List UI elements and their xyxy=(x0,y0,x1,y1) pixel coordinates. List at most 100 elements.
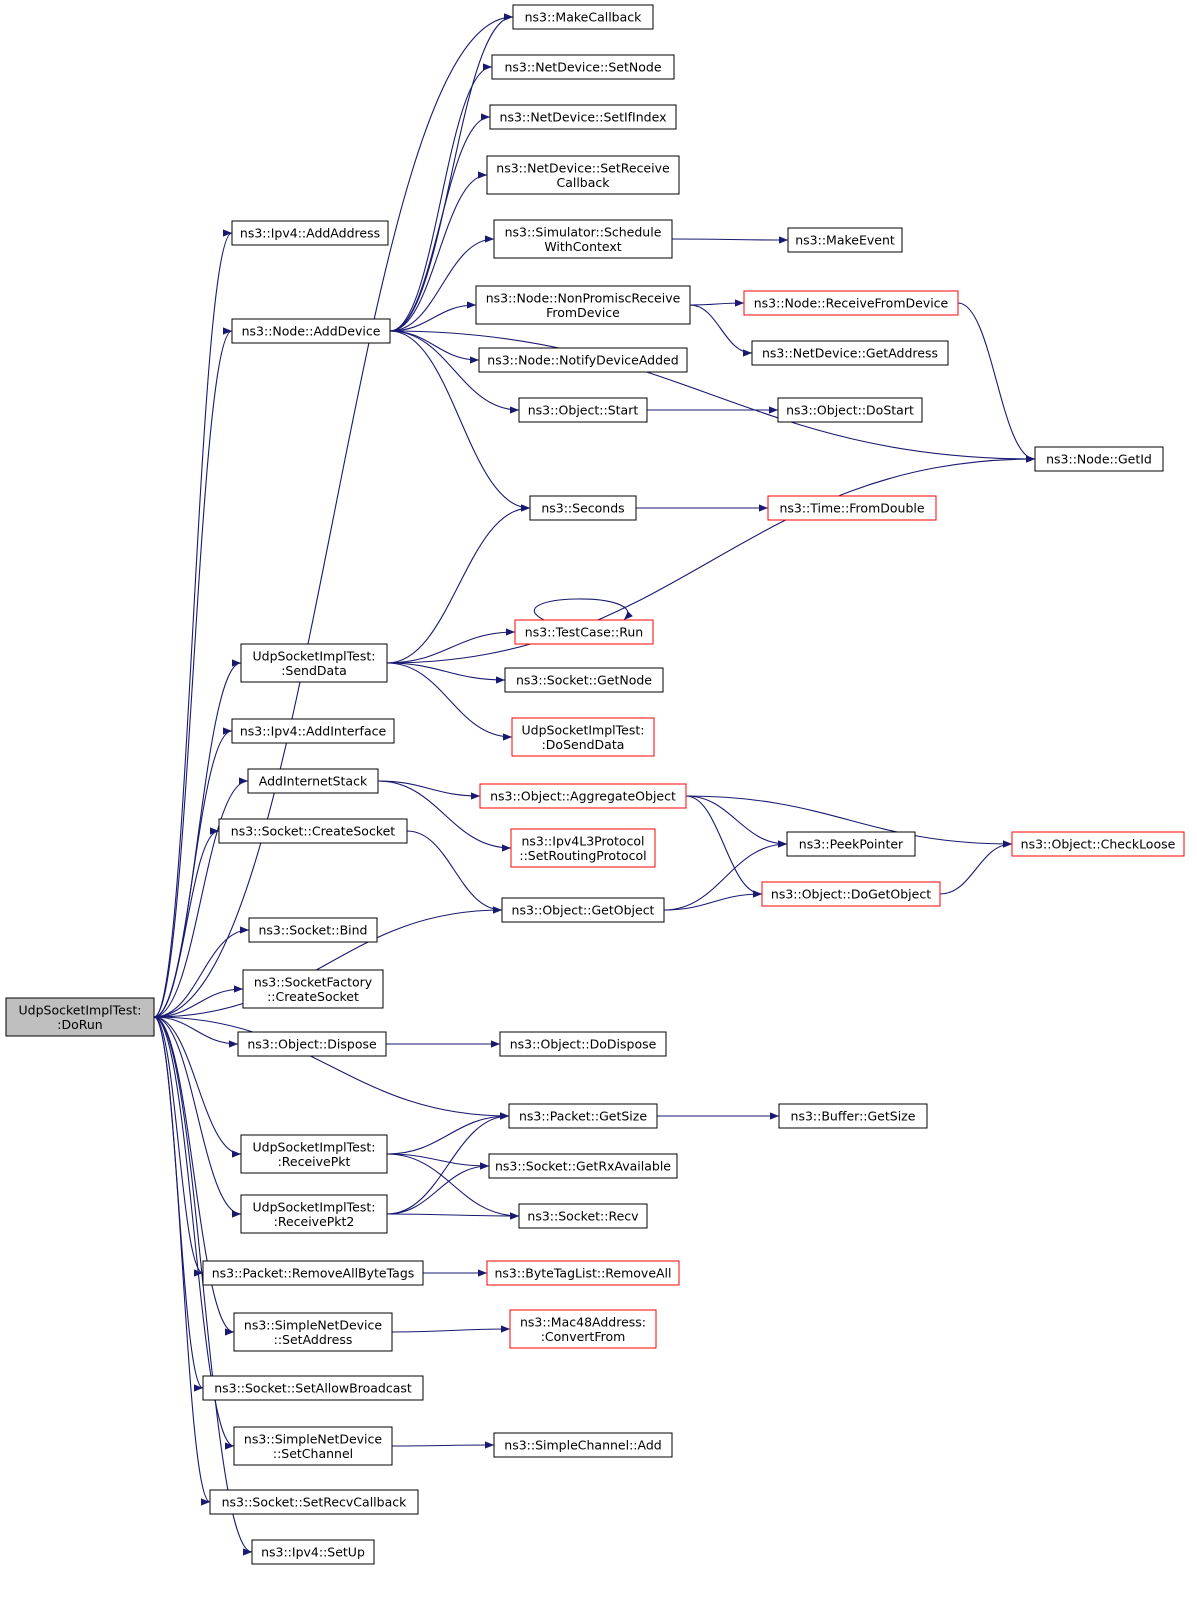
edge-root-to-ipv4-addaddr xyxy=(153,229,233,1018)
edge-obj-dogetobj-to-obj-checkloose xyxy=(939,840,1013,895)
node-makeevent[interactable]: ns3::MakeEvent xyxy=(787,227,903,253)
node-sock-create[interactable]: ns3::Socket::CreateSocket xyxy=(218,818,408,844)
node-ipv4-setup[interactable]: ns3::Ipv4::SetUp xyxy=(251,1539,375,1565)
node-obj-checkloose[interactable]: ns3::Object::CheckLoose xyxy=(1011,831,1185,857)
node-label: ns3::NetDevice::GetAddress xyxy=(762,346,938,361)
node-label: ::SetChannel xyxy=(273,1446,353,1461)
node-mac48-conv[interactable]: ns3::Mac48Address::ConvertFrom xyxy=(509,1309,657,1349)
edge-senddata-to-tc-run xyxy=(386,628,516,664)
node-box xyxy=(529,495,637,521)
node-box xyxy=(489,104,677,130)
node-box xyxy=(777,397,923,423)
node-sock-bcast[interactable]: ns3::Socket::SetAllowBroadcast xyxy=(202,1375,424,1401)
node-label: ns3::Ipv4::SetUp xyxy=(261,1545,365,1560)
node-sock-bind[interactable]: ns3::Socket::Bind xyxy=(248,917,378,943)
edge-root-to-recvpkt xyxy=(153,1016,242,1158)
edge-root-to-obj-getobj xyxy=(153,906,503,1018)
node-box xyxy=(479,783,687,809)
node-buf-getsize[interactable]: ns3::Buffer::GetSize xyxy=(778,1103,928,1129)
node-addinet[interactable]: AddInternetStack xyxy=(247,768,379,794)
node-box xyxy=(202,1375,424,1401)
node-btl-rmall[interactable]: ns3::ByteTagList::RemoveAll xyxy=(486,1260,680,1286)
node-node-adddev[interactable]: ns3::Node::AddDevice xyxy=(231,318,391,344)
node-obj-dodispose[interactable]: ns3::Object::DoDispose xyxy=(499,1031,667,1057)
edge-snd-setaddr-to-mac48-conv xyxy=(391,1325,511,1333)
node-box xyxy=(743,290,959,316)
node-sock-recvcb[interactable]: ns3::Socket::SetRecvCallback xyxy=(209,1489,419,1515)
node-label: ns3::MakeEvent xyxy=(795,233,895,248)
node-label: ns3::Socket::SetRecvCallback xyxy=(222,1495,407,1510)
node-box xyxy=(240,1134,388,1174)
node-sock-recv[interactable]: ns3::Socket::Recv xyxy=(518,1203,648,1229)
node-box xyxy=(504,667,664,693)
node-obj-aggr[interactable]: ns3::Object::AggregateObject xyxy=(479,783,687,809)
node-ipv4-addaddr[interactable]: ns3::Ipv4::AddAddress xyxy=(231,220,389,246)
node-nd-getaddr[interactable]: ns3::NetDevice::GetAddress xyxy=(751,340,949,366)
node-recvpkt2[interactable]: UdpSocketImplTest::ReceivePkt2 xyxy=(240,1194,388,1234)
node-sock-rxavail[interactable]: ns3::Socket::GetRxAvailable xyxy=(488,1153,678,1179)
node-ipv4-addif[interactable]: ns3::Ipv4::AddInterface xyxy=(231,718,395,744)
node-dosenddata[interactable]: UdpSocketImplTest::DoSendData xyxy=(511,717,655,757)
edges-layer xyxy=(153,13,1036,1556)
edge-addinet-to-obj-aggr xyxy=(377,780,481,800)
node-obj-dostart[interactable]: ns3::Object::DoStart xyxy=(777,397,923,423)
node-nd-setnode[interactable]: ns3::NetDevice::SetNode xyxy=(491,54,675,80)
node-label: ns3::Socket::GetNode xyxy=(516,673,652,688)
node-box xyxy=(202,1260,424,1286)
node-time-fromdbl[interactable]: ns3::Time::FromDouble xyxy=(767,495,937,521)
node-box xyxy=(237,1031,387,1057)
node-snd-setchan[interactable]: ns3::SimpleNetDevice::SetChannel xyxy=(233,1426,393,1466)
node-obj-dispose[interactable]: ns3::Object::Dispose xyxy=(237,1031,387,1057)
node-label: ns3::Packet::GetSize xyxy=(519,1109,647,1124)
node-label: :DoRun xyxy=(57,1017,102,1032)
node-tc-run[interactable]: ns3::TestCase::Run xyxy=(514,619,654,645)
node-seconds[interactable]: ns3::Seconds xyxy=(529,495,637,521)
node-root[interactable]: UdpSocketImplTest::DoRun xyxy=(5,997,155,1037)
edge-recvpkt-to-pkt-getsize xyxy=(386,1112,510,1155)
node-label: ns3::Object::Dispose xyxy=(247,1037,377,1052)
edge-node-recvfd-to-node-getid xyxy=(957,302,1036,463)
node-node-notify[interactable]: ns3::Node::NotifyDeviceAdded xyxy=(478,347,688,373)
node-pkt-rmtags[interactable]: ns3::Packet::RemoveAllByteTags xyxy=(202,1260,424,1286)
node-box xyxy=(508,1103,658,1129)
node-node-recvfd[interactable]: ns3::Node::ReceiveFromDevice xyxy=(743,290,959,316)
node-sock-getnode[interactable]: ns3::Socket::GetNode xyxy=(504,667,664,693)
edge-node-adddev-to-node-npr xyxy=(389,301,477,332)
node-label: UdpSocketImplTest: xyxy=(522,722,645,737)
node-box xyxy=(240,643,388,683)
node-label: ns3::Mac48Address: xyxy=(520,1314,646,1329)
node-snd-setaddr[interactable]: ns3::SimpleNetDevice::SetAddress xyxy=(233,1312,393,1352)
edge-senddata-to-seconds xyxy=(386,504,531,664)
node-obj-getobj[interactable]: ns3::Object::GetObject xyxy=(501,897,665,923)
edge-root-to-sock-bind xyxy=(153,926,250,1018)
node-peekptr[interactable]: ns3::PeekPointer xyxy=(786,831,916,857)
edge-recvpkt-to-sock-rxavail xyxy=(386,1153,490,1170)
edge-root-to-ipv4-addif xyxy=(153,727,233,1018)
node-schan-add[interactable]: ns3::SimpleChannel::Add xyxy=(493,1432,673,1458)
node-pkt-getsize[interactable]: ns3::Packet::GetSize xyxy=(508,1103,658,1129)
node-box xyxy=(493,1432,673,1458)
node-ipv4l3-setrp[interactable]: ns3::Ipv4L3Protocol::SetRoutingProtocol xyxy=(510,828,656,868)
node-box xyxy=(242,969,384,1009)
node-makecb[interactable]: ns3::MakeCallback xyxy=(512,4,654,30)
edge-senddata-to-dosenddata xyxy=(386,662,513,741)
node-label: ::SetRoutingProtocol xyxy=(519,848,646,863)
node-box xyxy=(1034,446,1164,472)
edge-obj-getobj-to-peekptr xyxy=(663,840,788,911)
node-node-getid[interactable]: ns3::Node::GetId xyxy=(1034,446,1164,472)
node-senddata[interactable]: UdpSocketImplTest::SendData xyxy=(240,643,388,683)
node-box xyxy=(231,718,395,744)
node-sf-create[interactable]: ns3::SocketFactory::CreateSocket xyxy=(242,969,384,1009)
node-box xyxy=(751,340,949,366)
node-box xyxy=(518,397,648,423)
node-obj-start[interactable]: ns3::Object::Start xyxy=(518,397,648,423)
node-box xyxy=(514,619,654,645)
node-nd-setifidx[interactable]: ns3::NetDevice::SetIfIndex xyxy=(489,104,677,130)
node-box xyxy=(488,1153,678,1179)
node-recvpkt[interactable]: UdpSocketImplTest::ReceivePkt xyxy=(240,1134,388,1174)
node-label: ns3::Packet::RemoveAllByteTags xyxy=(212,1266,415,1281)
node-obj-dogetobj[interactable]: ns3::Object::DoGetObject xyxy=(761,881,941,907)
